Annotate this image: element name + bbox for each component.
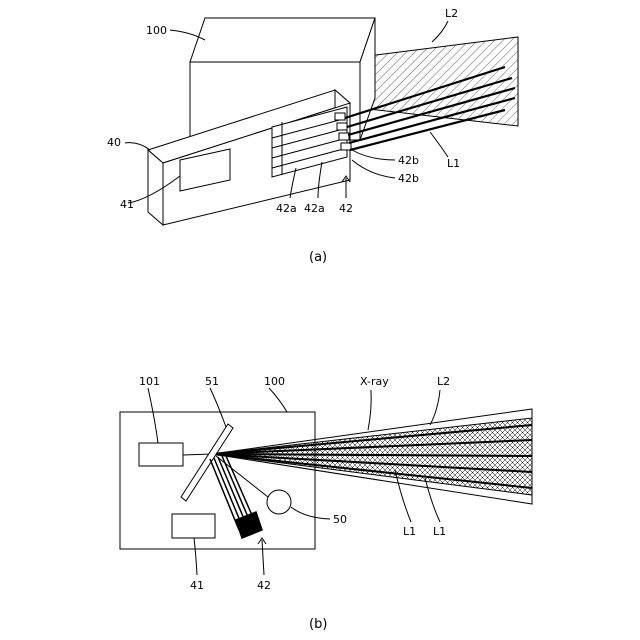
label-l2-b: L2: [437, 375, 450, 388]
label-41-a: 41: [120, 198, 134, 211]
caption-b: (b): [309, 617, 327, 632]
label-41-b: 41: [190, 579, 204, 592]
label-l1-b1: L1: [403, 525, 416, 538]
caption-a: (a): [309, 250, 327, 265]
label-50: 50: [333, 513, 347, 526]
element-41-b: [172, 514, 215, 538]
label-101: 101: [139, 375, 160, 388]
label-40: 40: [107, 136, 121, 149]
label-42-a: 42: [339, 202, 353, 215]
label-51: 51: [205, 375, 219, 388]
array-42-b: [210, 456, 262, 538]
housing-100-b: [120, 412, 315, 549]
figure-a: 100 L2 40 41 L1 42b 42b 42a 42a 42 (a): [107, 7, 518, 265]
element-50: [267, 490, 291, 514]
label-l1-a: L1: [447, 157, 460, 170]
label-42a-1: 42a: [276, 202, 297, 215]
label-l2-a: L2: [445, 7, 458, 20]
label-100-a: 100: [146, 24, 167, 37]
label-l1-b2: L1: [433, 525, 446, 538]
label-100-b: 100: [264, 375, 285, 388]
label-xray: X-ray: [360, 375, 389, 388]
label-42b-1: 42b: [398, 154, 419, 167]
label-42b-2: 42b: [398, 172, 419, 185]
label-42-b: 42: [257, 579, 271, 592]
label-42a-2: 42a: [304, 202, 325, 215]
figure-b: 101 51 100 X-ray L2 50 L1 L1 41 42 (b): [120, 375, 532, 632]
element-101: [139, 443, 183, 466]
